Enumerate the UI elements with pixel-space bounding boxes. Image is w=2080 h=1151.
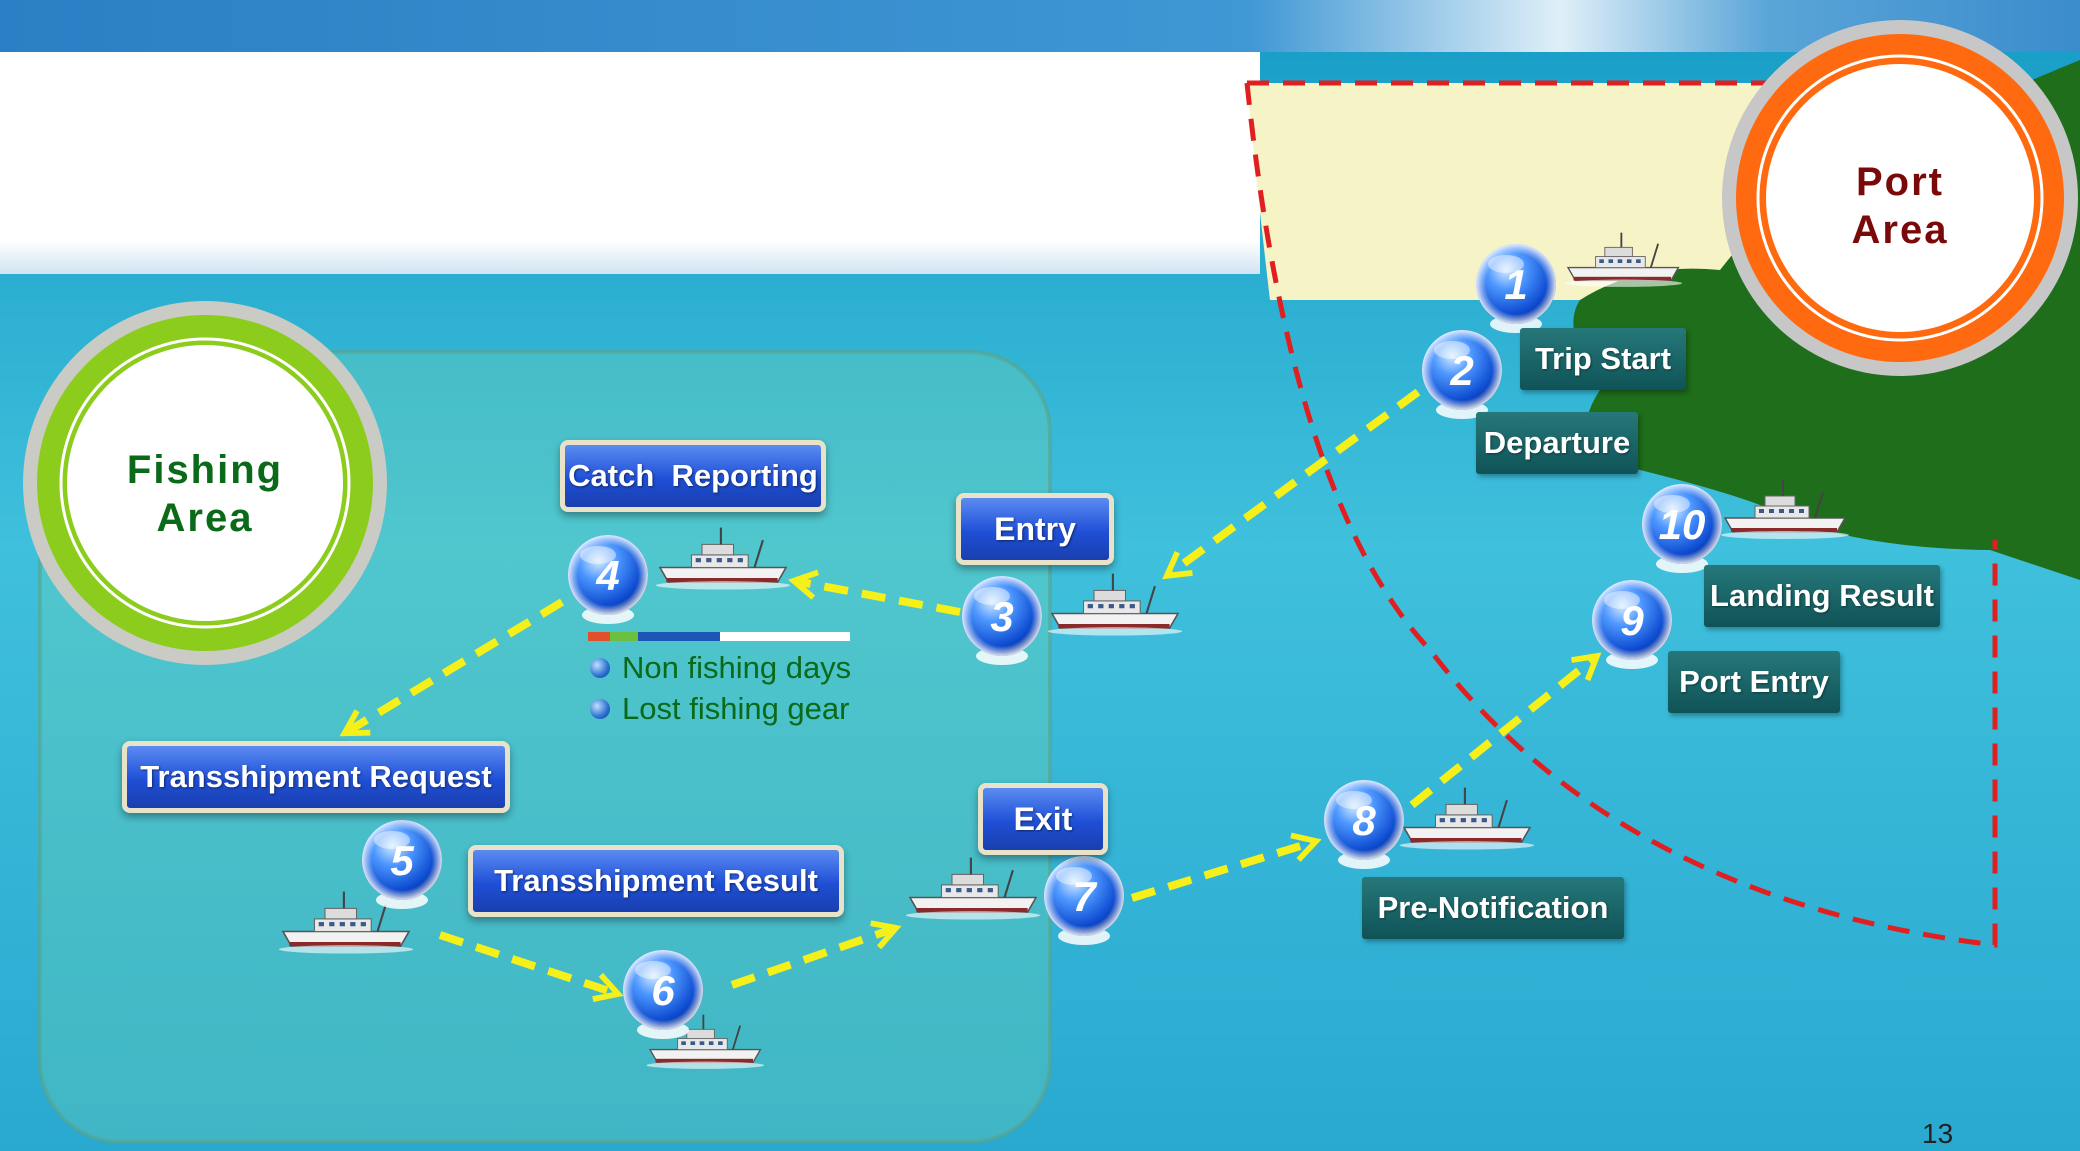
step-orb-s10: 10 (1642, 484, 1722, 573)
ship-icon (655, 527, 791, 590)
arrow-exit-to-prenotification (1130, 832, 1322, 902)
arrow-prenotification-to-portentry (1409, 652, 1602, 809)
sky-strip (0, 0, 2080, 52)
step-number: 9 (1620, 597, 1644, 644)
title-band (0, 52, 1260, 274)
ship-icon (1721, 480, 1849, 539)
arrow-entry-to-catch (788, 569, 961, 616)
step-number: 3 (990, 593, 1013, 640)
step-number: 1 (1504, 261, 1527, 308)
legend-item-non-fishing-days: Non fishing days (590, 650, 851, 686)
port-ring-inner-line (1756, 54, 2044, 342)
pre-notification-label: Pre-Notification (1362, 877, 1624, 939)
legend-item-lost-fishing-gear: Lost fishing gear (590, 691, 849, 727)
legend-text-non-fishing-days: Non fishing days (622, 650, 852, 685)
port-zone-fill (1247, 83, 1800, 300)
step-orb-s9: 9 (1592, 580, 1672, 669)
arrow-catch-to-request (339, 598, 565, 737)
ship-icon (1047, 573, 1183, 636)
step-number: 7 (1072, 873, 1097, 920)
ship-icon (905, 857, 1041, 920)
step-orb-s1: 1 (1476, 244, 1556, 333)
fishing-ring-inner-line (59, 337, 351, 629)
step-number: 2 (1449, 347, 1473, 394)
ship-icon (646, 1014, 765, 1069)
landing-result-label: Landing Result (1704, 565, 1940, 627)
arrow-request-to-result (438, 931, 624, 1002)
fishing-area-label-line1: Fishing (126, 448, 284, 492)
step-number: 4 (595, 552, 619, 599)
arrow-departure-to-entry (1162, 388, 1421, 580)
fishing-area-label: Fishing Area (95, 446, 315, 542)
step-number: 6 (651, 967, 675, 1014)
fishing-area-label-line2: Area (156, 496, 254, 540)
port-area-label: Port Area (1790, 158, 2010, 254)
step-number: 8 (1352, 797, 1376, 844)
step-orb-s8: 8 (1324, 780, 1404, 869)
ship-icon (1564, 232, 1683, 287)
port-circle (1766, 64, 2034, 332)
step-orb-s4: 4 (568, 535, 648, 624)
legend-text-lost-fishing-gear: Lost fishing gear (622, 691, 850, 726)
step-number: 5 (390, 837, 414, 884)
exit-label: Exit (978, 783, 1108, 855)
trip-start-label: Trip Start (1520, 328, 1686, 390)
port-area-label-line2: Area (1851, 208, 1949, 252)
step-orbs: 12 3 4 5 6 7 8 9 10 (362, 244, 1722, 1039)
step-orb-s5: 5 (362, 820, 442, 909)
port-entry-label: Port Entry (1668, 651, 1840, 713)
legend-bar (588, 632, 850, 641)
transshipment-result-label: Transshipment Result (468, 845, 844, 917)
ships (278, 232, 1849, 1069)
step-orb-s3: 3 (962, 576, 1042, 665)
step-orb-s2: 2 (1422, 330, 1502, 419)
legend-bullet-icon (590, 658, 610, 678)
ship-icon (1399, 787, 1535, 850)
flow-arrows (339, 388, 1602, 1002)
entry-label: Entry (956, 493, 1114, 565)
step-orb-s7: 7 (1044, 856, 1124, 945)
catch-reporting-label: Catch Reporting (560, 440, 826, 512)
transshipment-request-label: Transshipment Request (122, 741, 510, 813)
arrow-result-to-exit (730, 920, 902, 989)
fishing-circle (67, 345, 343, 621)
step-number: 10 (1659, 501, 1706, 548)
legend-bullet-icon (590, 699, 610, 719)
page-number: 13 (1922, 1118, 1954, 1149)
ship-icon (278, 891, 414, 954)
port-area-label-line1: Port (1856, 160, 1944, 204)
port-boundary (1244, 80, 1998, 948)
step-orb-s6: 6 (623, 950, 703, 1039)
departure-label: Departure (1476, 412, 1638, 474)
